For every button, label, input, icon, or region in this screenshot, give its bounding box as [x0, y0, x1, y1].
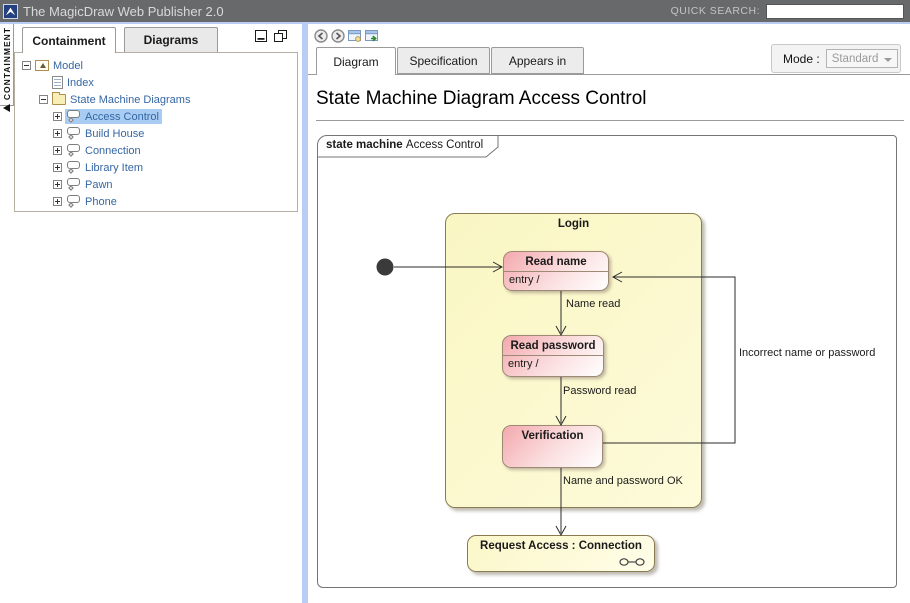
state-title: Request Access : Connection	[480, 540, 642, 552]
index-document-icon	[52, 76, 63, 89]
quick-search-label: QUICK SEARCH:	[670, 5, 760, 17]
back-icon[interactable]	[314, 29, 328, 43]
state-read-name[interactable]: Read name entry /	[503, 251, 609, 291]
minimize-panel-icon[interactable]	[255, 30, 269, 44]
tree-item-build-house[interactable]: Build House	[16, 125, 296, 142]
frame-tab-label: state machine Access Control	[326, 139, 483, 151]
chevron-down-icon	[883, 58, 892, 62]
state-verification[interactable]: Verification	[502, 425, 603, 468]
state-title: Login	[557, 218, 590, 230]
state-read-password[interactable]: Read password entry /	[502, 335, 604, 377]
transition-label-name-read: Name read	[566, 298, 621, 310]
tree-item-access-control[interactable]: Access Control	[16, 108, 296, 125]
tab-specification-label: Specification	[409, 53, 478, 68]
mode-label: Mode :	[783, 51, 820, 66]
title-bar: The MagicDraw Web Publisher 2.0 QUICK SE…	[0, 0, 910, 22]
tab-containment[interactable]: Containment	[22, 27, 116, 53]
restore-panel-icon[interactable]	[274, 30, 288, 44]
tab-appears-in-label: Appears in	[508, 53, 567, 68]
specification-window-icon[interactable]	[348, 29, 362, 43]
tree-item-label: State Machine Diagrams	[70, 93, 191, 106]
state-title: Read name	[525, 256, 587, 268]
tab-diagrams-label: Diagrams	[143, 33, 199, 47]
statemachine-diagram-icon	[66, 195, 81, 208]
expand-icon[interactable]	[53, 163, 62, 172]
tab-diagrams[interactable]: Diagrams	[124, 27, 218, 52]
tab-diagram-label: Diagram	[333, 54, 379, 69]
tree-item-label: Phone	[85, 195, 117, 208]
expand-icon[interactable]	[53, 180, 62, 189]
tab-containment-label: Containment	[32, 33, 106, 48]
tabbar-baseline	[308, 74, 910, 75]
navigation-toolbar	[314, 29, 379, 43]
collapse-icon[interactable]	[39, 95, 48, 104]
tree-item-library-item[interactable]: Library Item	[16, 159, 296, 176]
page-title: State Machine Diagram Access Control	[316, 88, 647, 109]
forward-icon[interactable]	[331, 29, 345, 43]
tree-item-connection[interactable]: Connection	[16, 142, 296, 159]
expand-icon[interactable]	[53, 197, 62, 206]
tree-item-index[interactable]: Index	[16, 74, 296, 91]
frame-name: Access Control	[405, 139, 484, 151]
transition-label-incorrect: Incorrect name or password	[739, 347, 876, 359]
tree-item-label: Library Item	[85, 161, 144, 174]
open-in-new-window-icon[interactable]	[365, 29, 379, 43]
state-title: Verification	[521, 430, 584, 442]
state-entry-activity: entry /	[503, 355, 603, 370]
mode-selected-value: Standard	[831, 52, 879, 65]
expand-icon[interactable]	[53, 146, 62, 155]
frame-keyword: state machine	[326, 139, 403, 151]
statemachine-diagram-icon	[66, 110, 81, 123]
tree-item-label: Index	[67, 76, 94, 89]
statemachine-diagram-icon	[66, 144, 81, 157]
statemachine-diagram-icon	[66, 127, 81, 140]
model-icon	[35, 60, 49, 71]
collapse-panel-icon	[3, 104, 10, 113]
header-accent-line	[0, 22, 910, 24]
containment-vertical-label: CONTAINMENT	[1, 27, 12, 101]
expand-icon[interactable]	[53, 112, 62, 121]
panel-divider[interactable]	[302, 24, 308, 603]
tab-appears-in[interactable]: Appears in	[491, 47, 584, 74]
statemachine-diagram-icon	[66, 178, 81, 191]
tree-item-pawn[interactable]: Pawn	[16, 176, 296, 193]
tree-item-label: Pawn	[85, 178, 113, 191]
transition-label-ok: Name and password OK	[563, 475, 683, 487]
mode-select[interactable]: Standard	[825, 49, 898, 68]
tree-item-label: Access Control	[85, 110, 159, 123]
statemachine-diagram-icon	[66, 161, 81, 174]
tree-item-label: Model	[53, 59, 83, 72]
containment-tree: Model Index State Machine Diagrams Acces…	[14, 52, 298, 212]
tab-diagram[interactable]: Diagram	[316, 47, 396, 75]
state-request-access[interactable]: Request Access : Connection	[467, 535, 655, 572]
state-entry-activity: entry /	[504, 271, 608, 286]
tree-item-label: Connection	[85, 144, 141, 157]
expand-icon[interactable]	[53, 129, 62, 138]
submachine-icon	[619, 558, 645, 566]
mode-box: Mode : Standard	[771, 44, 901, 73]
tree-item-state-machine-diagrams[interactable]: State Machine Diagrams	[16, 91, 296, 108]
diagram-frame	[317, 135, 897, 588]
magicdraw-logo-icon	[3, 3, 18, 19]
tab-specification[interactable]: Specification	[397, 47, 490, 74]
heading-rule	[316, 120, 904, 121]
folder-icon	[52, 92, 66, 105]
containment-vertical-tab[interactable]: CONTAINMENT	[0, 24, 14, 113]
state-title: Read password	[510, 340, 596, 352]
app-title: The MagicDraw Web Publisher 2.0	[23, 3, 224, 19]
collapse-icon[interactable]	[22, 61, 31, 70]
transition-label-password-read: Password read	[563, 385, 637, 397]
tree-item-phone[interactable]: Phone	[16, 193, 296, 210]
tree-item-model[interactable]: Model	[16, 57, 296, 74]
quick-search-input[interactable]	[766, 3, 904, 19]
tree-item-label: Build House	[85, 127, 145, 140]
